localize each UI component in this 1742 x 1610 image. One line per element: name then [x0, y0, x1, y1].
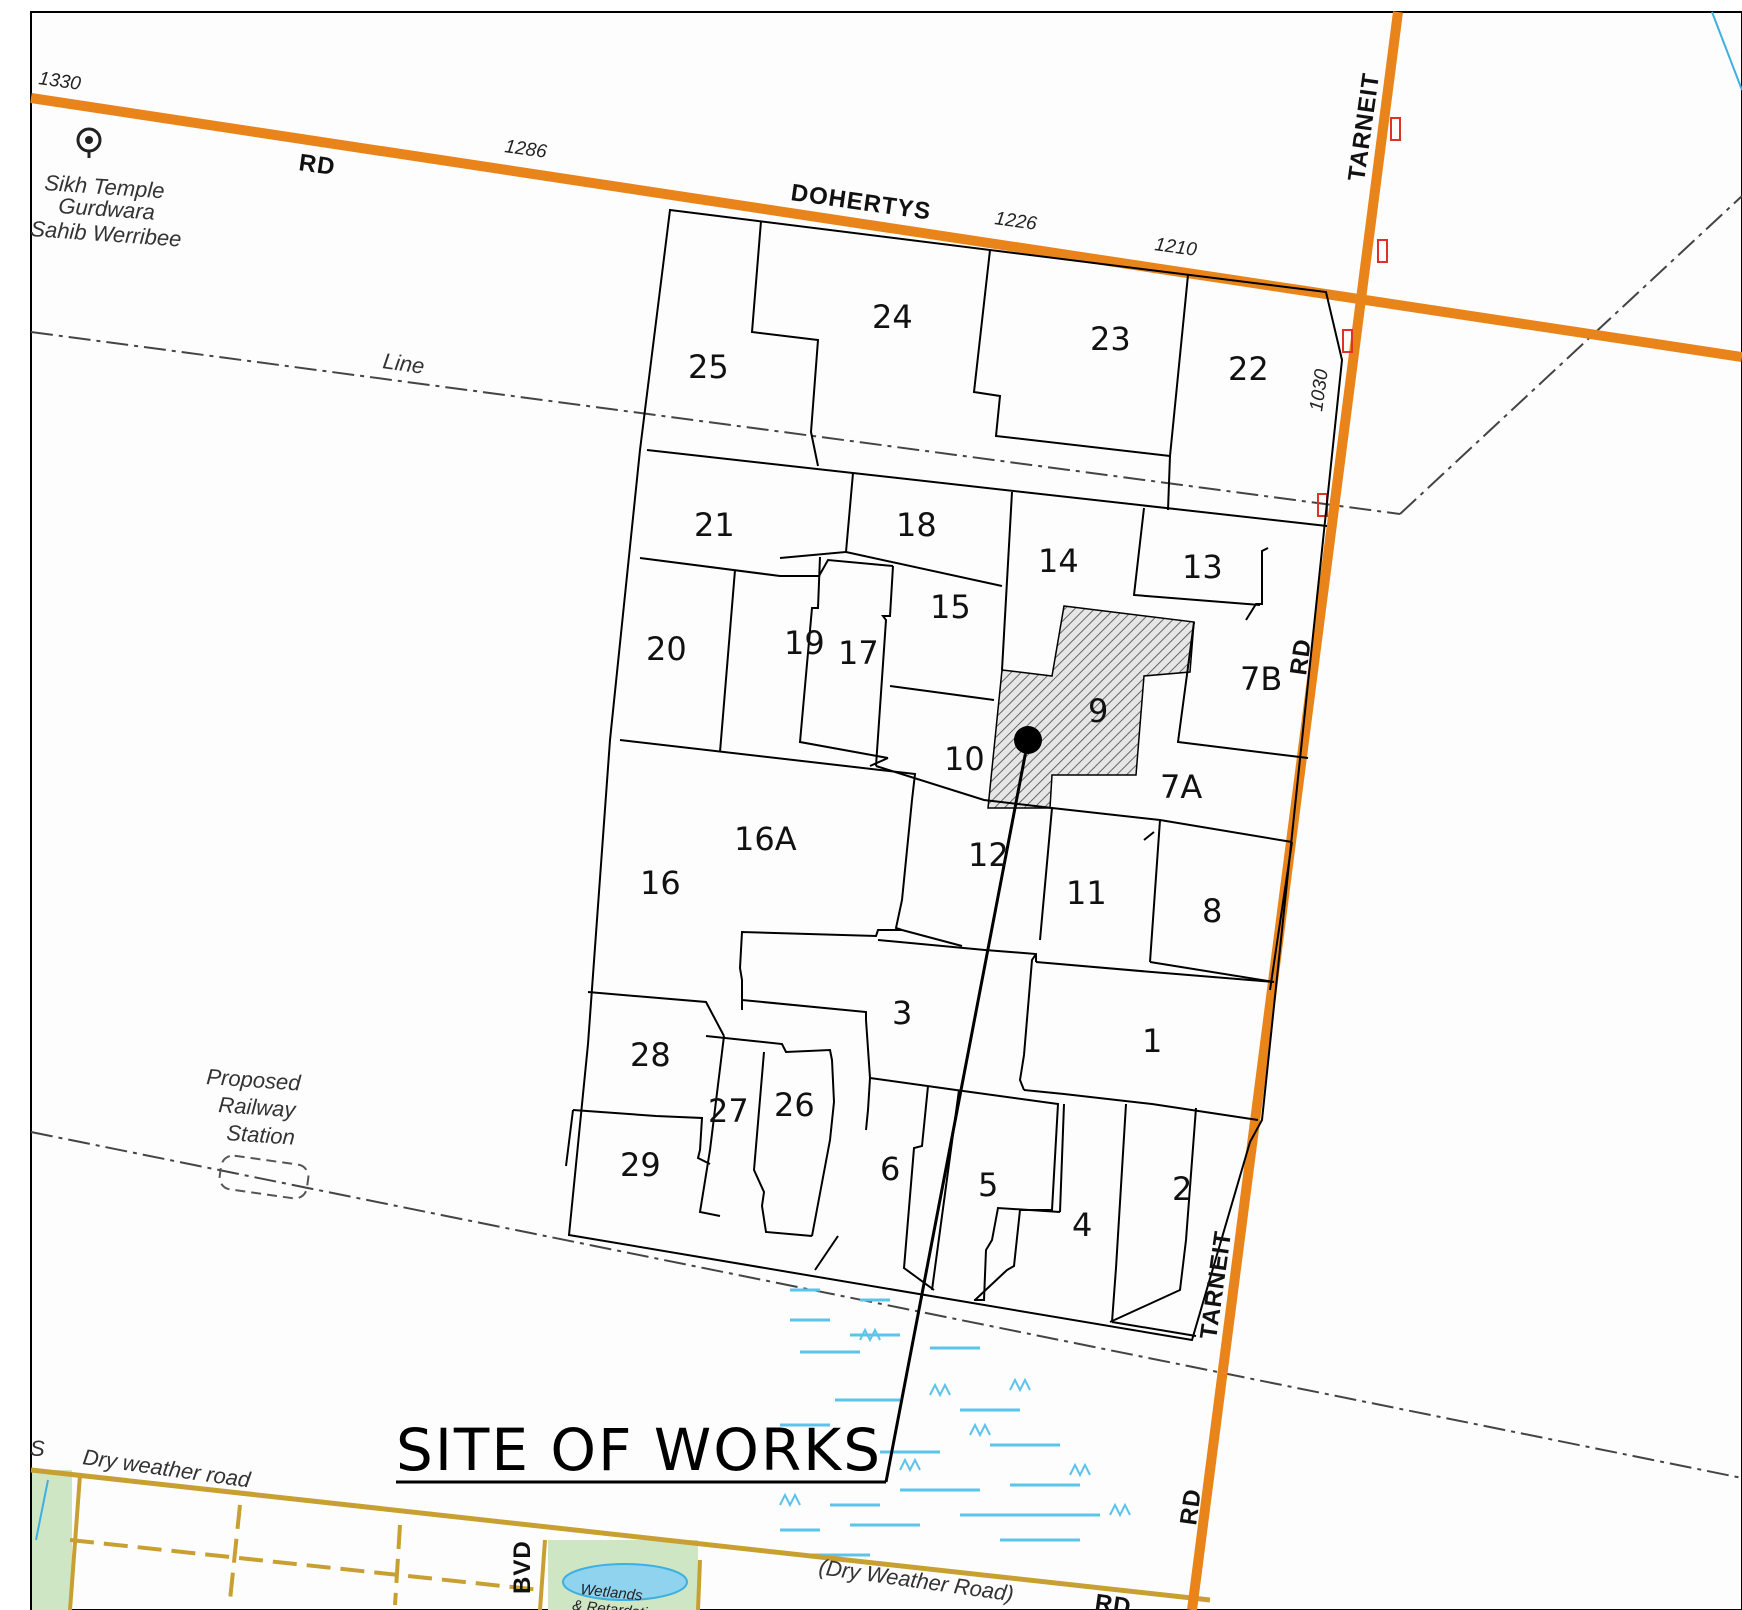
- lot-number: 26: [774, 1086, 815, 1124]
- wetlands-pond: [562, 1563, 688, 1601]
- lot-number: 1: [1142, 1022, 1162, 1060]
- temple-icon: [76, 127, 102, 158]
- lot-number: 23: [1090, 320, 1131, 358]
- lot-number: 10: [944, 740, 985, 778]
- marsh-symbols: [780, 1288, 1100, 1557]
- minor-roads: [30, 1467, 1211, 1610]
- lot-number: 3: [892, 994, 912, 1032]
- lot-number: 9: [1088, 692, 1108, 730]
- road-label-rd-mid: RD: [1285, 637, 1317, 677]
- lot-number: 17: [838, 634, 879, 672]
- lot-numbers: 25 24 23 22 21 18 14 13 20 19 17 15 9 7B…: [620, 298, 1282, 1244]
- lot-number: 20: [646, 630, 687, 668]
- lot-number: 13: [1182, 548, 1223, 586]
- water-channel-left: [35, 1479, 49, 1541]
- road-label-rd-dohertys: RD: [297, 149, 337, 181]
- map-frame: [30, 11, 1742, 1610]
- parcel-9-hatch: [987, 605, 1195, 809]
- rail-label-line: Line: [381, 348, 426, 379]
- lot-number: 21: [694, 506, 735, 544]
- road-label-s: S: [30, 1436, 45, 1461]
- lot-number: 2: [1172, 1170, 1192, 1208]
- lot-number: 22: [1228, 350, 1269, 388]
- site-pointer-line: [884, 739, 1030, 1483]
- lot-number: 14: [1038, 542, 1079, 580]
- water-channel: [1711, 11, 1742, 91]
- dohertys-road: [30, 93, 1742, 362]
- parcel-boundaries: [565, 208, 1344, 1342]
- road-label-bvd: BVD: [509, 1540, 536, 1594]
- lot-number: 29: [620, 1146, 661, 1184]
- road-label-rd-far-bottom: RD: [1093, 1589, 1133, 1610]
- lot-number: 28: [630, 1036, 671, 1074]
- lot-number: 15: [930, 588, 971, 626]
- site-marker[interactable]: [1014, 726, 1042, 754]
- road-label-rd-bottom: RD: [1175, 1487, 1207, 1527]
- site-of-works-label: SITE OF WORKS: [396, 1416, 882, 1484]
- station-label-line3: Station: [226, 1120, 296, 1150]
- lot-number: 7B: [1240, 660, 1282, 698]
- lot-number: 25: [688, 348, 729, 386]
- lot-number: 24: [872, 298, 913, 336]
- lot-number: 19: [784, 624, 825, 662]
- rail-line-upper-branch: [1399, 195, 1742, 515]
- rail-line-upper: [30, 331, 1401, 515]
- lot-number: 27: [708, 1092, 749, 1130]
- lot-number: 4: [1072, 1206, 1092, 1244]
- lot-number: 16A: [734, 820, 797, 858]
- station-label-line2: Railway: [218, 1092, 299, 1122]
- lot-number: 5: [978, 1166, 998, 1204]
- rail-line-lower: [30, 1131, 1742, 1479]
- park-area: [32, 1470, 72, 1610]
- station-outline: [218, 1154, 310, 1200]
- marsh-tufts: [779, 1327, 1131, 1518]
- wetlands-label-line1: Wetlands: [580, 1581, 644, 1604]
- lot-number: 18: [896, 506, 937, 544]
- lot-number: 6: [880, 1150, 900, 1188]
- lot-number: 11: [1066, 874, 1107, 912]
- lot-number: 8: [1202, 892, 1222, 930]
- lot-number: 12: [968, 836, 1009, 874]
- lot-number: 16: [640, 864, 681, 902]
- lot-number: 7A: [1160, 768, 1202, 806]
